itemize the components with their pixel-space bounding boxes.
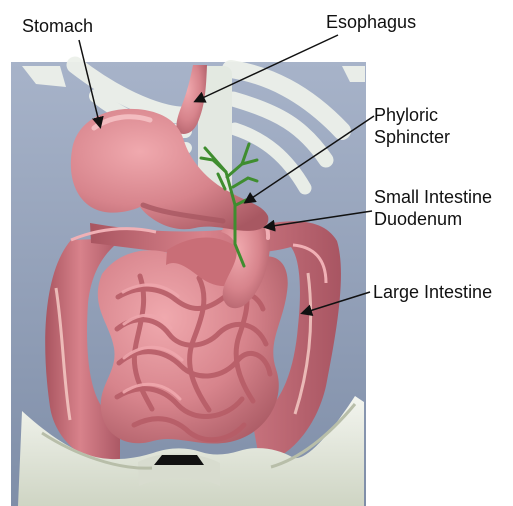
small-intestine-label-line-2: Duodenum bbox=[374, 208, 492, 230]
phyloric-sphincter-label-line-1: Phyloric bbox=[374, 104, 450, 126]
small-intestine-duodenum-label: Small Intestine Duodenum bbox=[374, 186, 492, 230]
large-intestine-label: Large Intestine bbox=[373, 281, 492, 303]
phyloric-sphincter-label: Phyloric Sphincter bbox=[374, 104, 450, 148]
stomach-label: Stomach bbox=[22, 15, 93, 37]
small-intestine-label-line-1: Small Intestine bbox=[374, 186, 492, 208]
esophagus-label: Esophagus bbox=[326, 11, 416, 33]
phyloric-sphincter-label-line-2: Sphincter bbox=[374, 126, 450, 148]
